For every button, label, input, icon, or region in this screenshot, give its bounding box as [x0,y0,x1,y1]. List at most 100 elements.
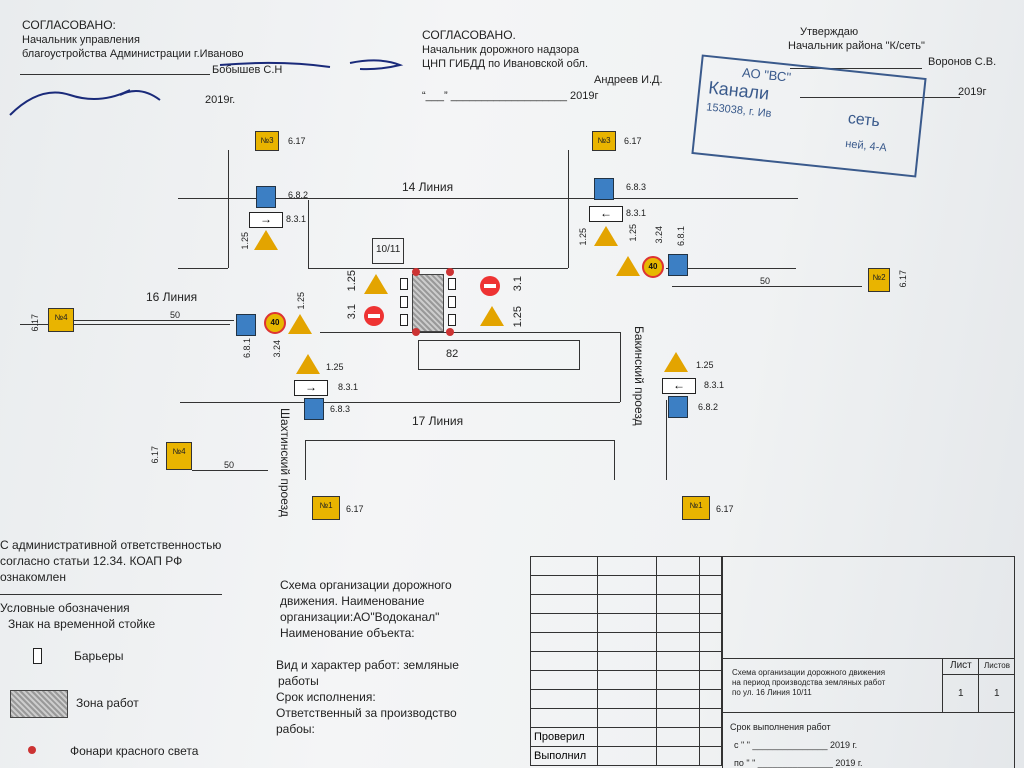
sign-code-label: 6.8.3 [626,182,647,192]
title-block-border [978,658,979,712]
approval-right-title: Утверждаю [800,26,859,38]
road-edge [178,198,798,199]
red-lamp [412,328,420,336]
done-label: Выполнил [530,746,598,766]
detour-direction-sign [304,398,324,420]
approval-left-title: СОГЛАСОВАНО: [22,18,116,32]
handwritten-signature-left [9,59,404,116]
distance-label: 50 [760,276,771,286]
scheme-info-line: организации:АО"Водоканал" [280,610,440,624]
sign-code-label: 3.1 [346,304,358,320]
approval-right-role1: Начальник района "К/сеть" [788,40,925,52]
sign-code-label: 6.8.2 [698,402,719,412]
sign-code-label: 1.25 [240,232,250,250]
road-edge [614,440,615,480]
road-works-sign [288,314,312,334]
term-date-from: с " " _______________ 2019 г. [734,740,858,750]
liability-text: ознакомлен [0,570,66,584]
sign-code-label: 3.24 [272,340,282,358]
scheme-info-line: рабоы: [276,722,315,736]
sign-code-label: 1.25 [628,224,638,242]
road-edge [305,440,615,441]
road-edge [308,200,309,268]
distance-label: 50 [224,460,235,470]
sign-code-label: 3.1 [512,276,524,292]
road-edge [320,332,620,333]
scheme-title: по ул. 16 Линия 10/11 [732,688,812,697]
road-works-sign [616,256,640,276]
road-edge [178,268,228,269]
detour-sign-n3: №3 [255,131,279,151]
sign-code-label: 1.25 [296,292,306,310]
building-82-label: 82 [446,348,459,360]
road-edge [20,324,230,325]
road-edge [180,402,620,403]
street-label-shakhtinsky: Шахтинский проезд [278,408,292,517]
red-lamp-legend-icon [28,746,36,754]
liability-text: согласно статьи 12.34. КОАП РФ [0,554,183,568]
detour-sign-n1: №1 [312,496,340,520]
street-label-16: 16 Линия [146,290,198,304]
road-edge [308,268,568,269]
sign-code-label: 3.24 [654,226,664,244]
sign-code-label: 1.25 [346,270,358,292]
building-1011-label: 10/11 [376,244,401,255]
signature-line [0,594,222,595]
scheme-title: на период производства земляных работ [732,678,886,687]
term-label: Срок выполнения работ [730,722,831,732]
approval-middle-role1: Начальник дорожного надзора [422,44,579,56]
sign-code-label: 6.17 [624,136,642,146]
sheet-value: 1 [958,688,964,699]
barrier [448,296,456,308]
road-edge [620,332,621,402]
barrier [400,314,408,326]
sign-code-label: 6.17 [288,136,306,146]
distance-line [672,286,862,287]
stamp-text: сеть [847,110,881,131]
no-entry-sign [364,306,384,326]
sheet-label: Лист [950,660,972,671]
scheme-info-line: работы [278,674,319,688]
barrier [400,278,408,290]
approval-left-role1: Начальник управления [22,34,140,46]
title-block-border [722,712,1014,713]
arrow-right-sign: → [249,212,283,228]
road-edge [666,400,667,480]
street-label-14: 14 Линия [402,180,454,194]
detour-direction-sign [256,186,276,208]
signature-line [20,74,210,75]
sheets-value: 1 [994,688,1000,699]
road-works-sign [254,230,278,250]
sign-code-label: 8.3.1 [704,380,725,390]
street-label-17: 17 Линия [412,414,464,428]
distance-label: 50 [170,310,181,320]
legend-barriers: Барьеры [74,649,124,663]
liability-text: С административной ответственностью [0,538,222,552]
detour-direction-sign [236,314,256,336]
distance-line [74,320,234,321]
approval-middle-name: Андреев И.Д. [594,74,663,86]
approval-right-date: 2019г [958,86,987,98]
date-line [800,97,960,98]
scheme-info-line: Срок исполнения: [276,690,376,704]
title-block-border [722,556,723,768]
sign-code-label: 6.17 [898,270,908,288]
work-zone-legend-icon [10,690,68,718]
title-block-border [942,674,1014,675]
title-block-border [722,658,1014,659]
red-lamp [446,328,454,336]
checked-label: Проверил [530,727,598,747]
arrow-right-sign: → [294,380,328,396]
approval-left-date: 2019г. [205,94,236,106]
signature-line [790,68,922,69]
detour-sign-n2: №2 [868,268,890,292]
sign-code-label: 1.25 [696,360,714,370]
title-block-border [942,658,943,712]
scheme-info-line: Наименование объекта: [280,626,415,640]
sign-code-label: 8.3.1 [338,382,359,392]
barrier [400,296,408,308]
road-works-sign [296,354,320,374]
scheme-title: Схема организации дорожного движения [732,668,886,677]
title-block-grid: Проверил Выполнил [530,556,722,766]
